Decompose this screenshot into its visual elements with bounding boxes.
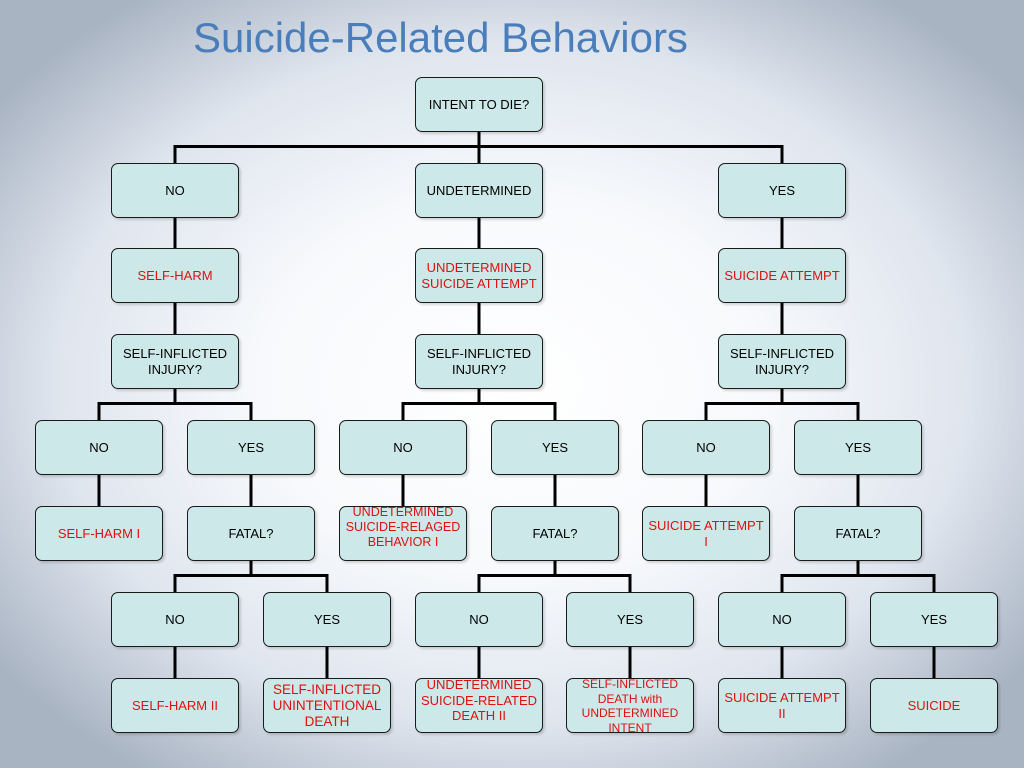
node-label: NO — [696, 439, 716, 455]
node-label: YES — [313, 611, 340, 627]
node-label: SELF-INFLICTED INJURY? — [122, 345, 227, 377]
node-injury-a-yes: YES — [187, 420, 315, 475]
node-intent-yes: YES — [718, 163, 846, 218]
node-self-harm-i: SELF-HARM I — [35, 506, 163, 561]
node-label: FATAL? — [228, 525, 274, 541]
node-fatal-a: FATAL? — [187, 506, 315, 561]
node-intent-no: NO — [111, 163, 239, 218]
node-label: NO — [393, 439, 413, 455]
node-label: YES — [768, 182, 795, 198]
node-label: NO — [469, 611, 489, 627]
node-fatal-c-yes: YES — [870, 592, 998, 647]
node-injury-b-no: NO — [339, 420, 467, 475]
node-suicide-attempt: SUICIDE ATTEMPT — [718, 248, 846, 303]
node-label: SUICIDE ATTEMPT I — [648, 517, 764, 549]
node-unintentional-death: SELF-INFLICTED UNINTENTIONAL DEATH — [263, 678, 391, 733]
node-label: FATAL? — [532, 525, 578, 541]
node-label: NO — [165, 611, 185, 627]
node-injury-b: SELF-INFLICTED INJURY? — [415, 334, 543, 389]
node-fatal-b: FATAL? — [491, 506, 619, 561]
node-suicide-attempt-ii: SUICIDE ATTEMPT II — [718, 678, 846, 733]
node-label: SELF-HARM I — [57, 525, 141, 541]
node-label: SELF-INFLICTED DEATH with UNDETERMINED I… — [581, 677, 679, 735]
node-label: SELF-INFLICTED UNINTENTIONAL DEATH — [272, 681, 382, 729]
node-label: NO — [165, 182, 185, 198]
node-label: SELF-INFLICTED INJURY? — [426, 345, 531, 377]
node-injury-a: SELF-INFLICTED INJURY? — [111, 334, 239, 389]
node-label: YES — [237, 439, 264, 455]
node-label: SUICIDE ATTEMPT — [724, 267, 840, 283]
node-self-harm-ii: SELF-HARM II — [111, 678, 239, 733]
node-fatal-c-no: NO — [718, 592, 846, 647]
node-label: YES — [541, 439, 568, 455]
node-label: INTENT TO DIE? — [428, 96, 530, 112]
node-label: SELF-INFLICTED INJURY? — [729, 345, 834, 377]
node-injury-b-yes: YES — [491, 420, 619, 475]
node-label: SUICIDE ATTEMPT II — [724, 689, 840, 721]
node-label: YES — [616, 611, 643, 627]
node-injury-a-no: NO — [35, 420, 163, 475]
node-injury-c-no: NO — [642, 420, 770, 475]
node-injury-c-yes: YES — [794, 420, 922, 475]
node-suicide-attempt-i: SUICIDE ATTEMPT I — [642, 506, 770, 561]
node-death-undetermined-intent: SELF-INFLICTED DEATH with UNDETERMINED I… — [566, 677, 694, 735]
node-intent: INTENT TO DIE? — [415, 77, 543, 132]
node-injury-c: SELF-INFLICTED INJURY? — [718, 334, 846, 389]
node-undetermined-death-ii: UNDETERMINED SUICIDE-RELATED DEATH II — [415, 677, 543, 733]
node-undetermined-behavior-i: UNDETERMINED SUICIDE-RELAGED BEHAVIOR I — [339, 505, 467, 561]
node-fatal-c: FATAL? — [794, 506, 922, 561]
node-label: NO — [89, 439, 109, 455]
node-suicide: SUICIDE — [870, 678, 998, 733]
node-fatal-b-no: NO — [415, 592, 543, 647]
node-label: NO — [772, 611, 792, 627]
node-label: SELF-HARM II — [132, 697, 218, 713]
node-label: UNDETERMINED SUICIDE ATTEMPT — [421, 259, 537, 291]
node-label: YES — [844, 439, 871, 455]
node-label: UNDETERMINED SUICIDE-RELATED DEATH II — [420, 677, 538, 723]
node-self-harm: SELF-HARM — [111, 248, 239, 303]
node-label: YES — [920, 611, 947, 627]
node-label: UNDETERMINED SUICIDE-RELAGED BEHAVIOR I — [345, 505, 461, 549]
node-undetermined-suicide-attempt: UNDETERMINED SUICIDE ATTEMPT — [415, 248, 543, 303]
node-label: FATAL? — [835, 525, 881, 541]
node-label: UNDETERMINED — [426, 182, 532, 198]
node-intent-undetermined: UNDETERMINED — [415, 163, 543, 218]
node-fatal-a-no: NO — [111, 592, 239, 647]
node-label: SUICIDE — [907, 697, 961, 713]
node-fatal-a-yes: YES — [263, 592, 391, 647]
slide-title: Suicide-Related Behaviors — [193, 14, 688, 61]
node-label: SELF-HARM — [137, 267, 213, 283]
node-fatal-b-yes: YES — [566, 592, 694, 647]
